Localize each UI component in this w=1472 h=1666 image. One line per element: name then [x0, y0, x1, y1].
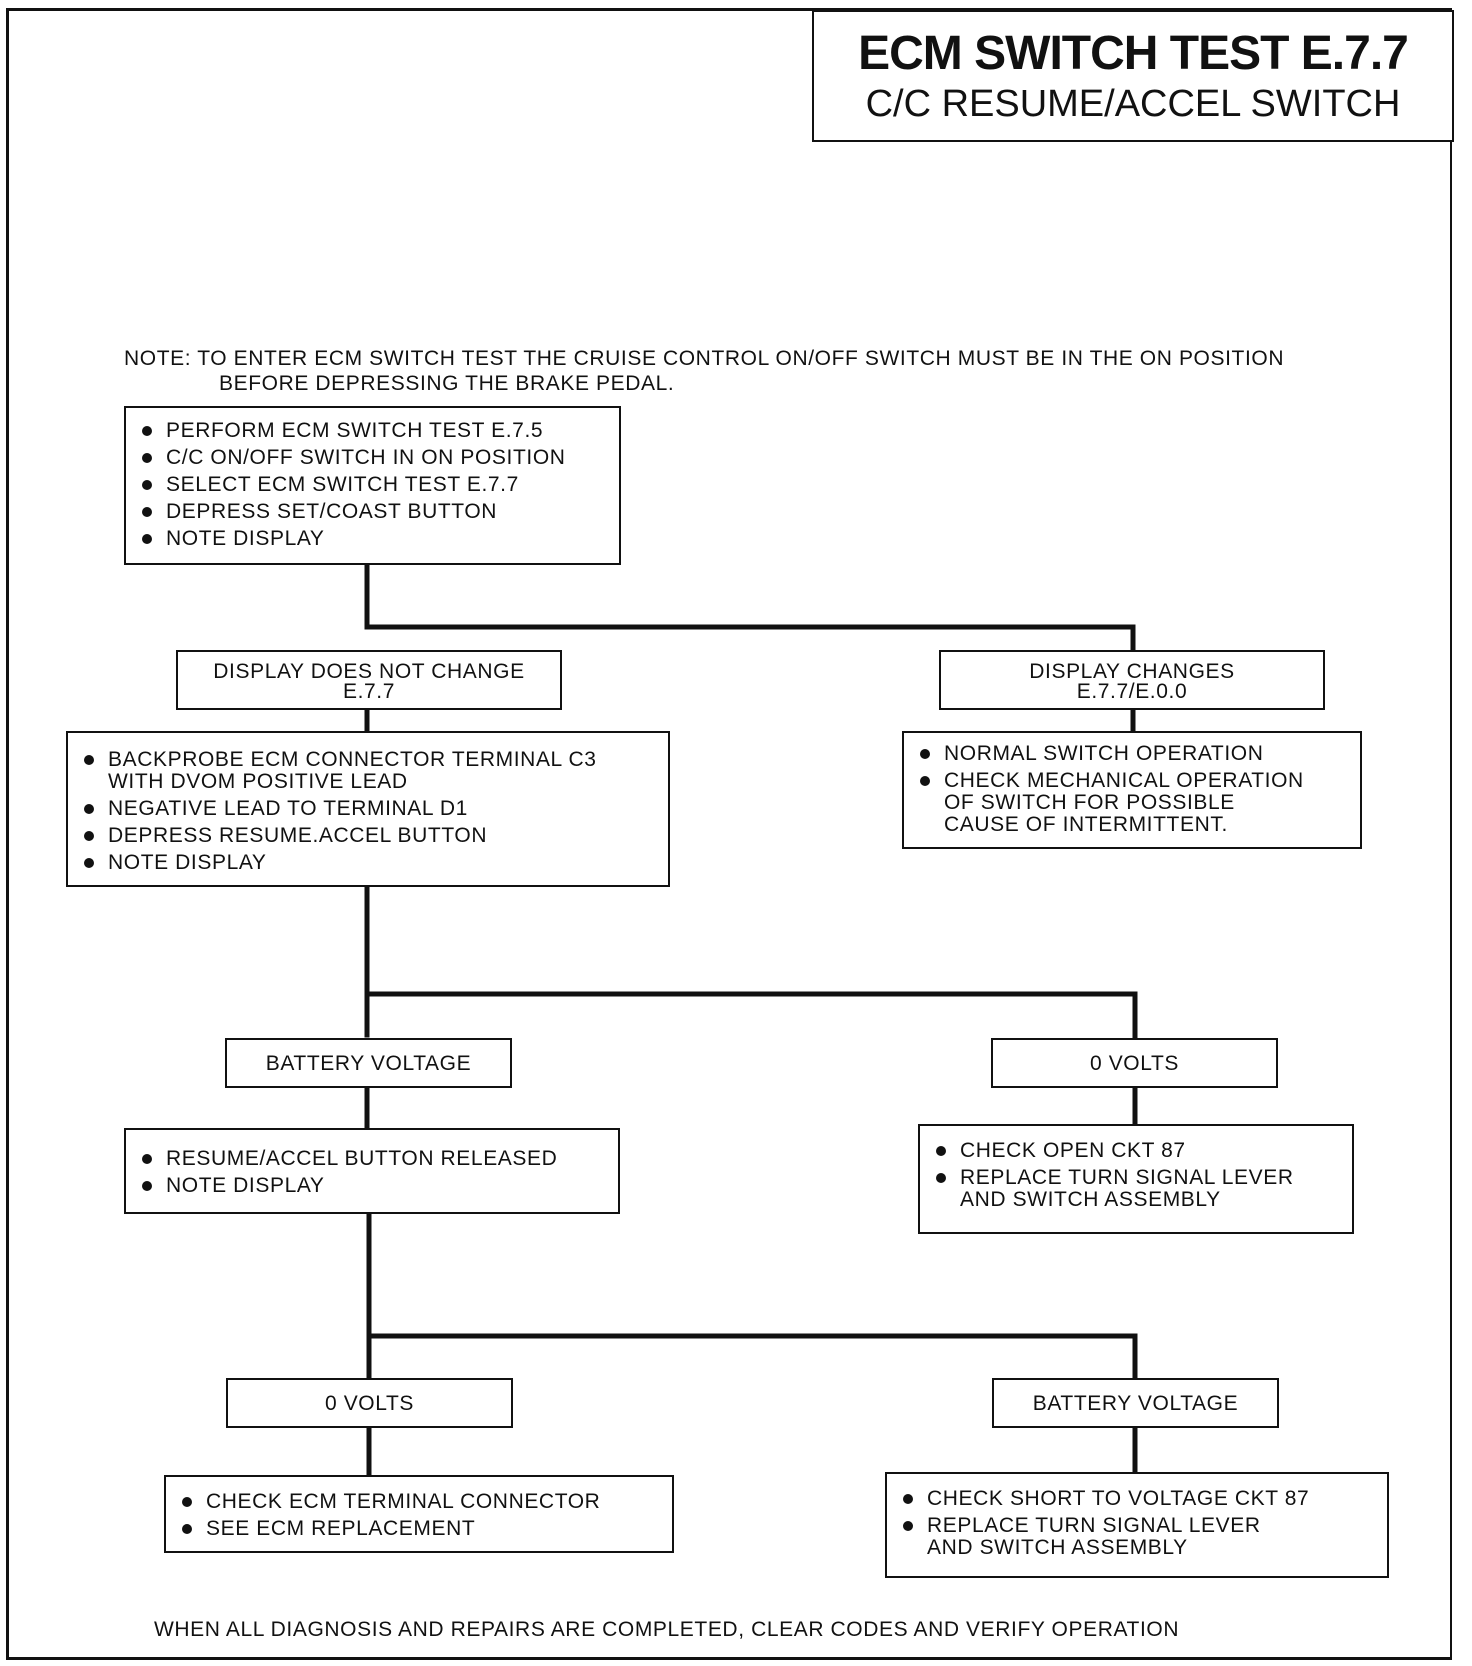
box-label: E.7.7: [342, 680, 396, 703]
page-border: [6, 8, 1452, 1660]
list-item: SELECT ECM SWITCH TEST E.7.7: [140, 474, 619, 496]
box-start-steps: PERFORM ECM SWITCH TEST E.7.5 C/C ON/OFF…: [124, 406, 621, 565]
box-battery-voltage-2: BATTERY VOLTAGE: [992, 1378, 1279, 1428]
box-zero-volts-1: 0 VOLTS: [991, 1038, 1278, 1088]
entry-note-line1: NOTE: TO ENTER ECM SWITCH TEST THE CRUIS…: [124, 347, 1285, 370]
box-backprobe-steps: BACKPROBE ECM CONNECTOR TERMINAL C3 WITH…: [66, 731, 670, 887]
page-title: ECM SWITCH TEST E.7.7: [858, 27, 1409, 80]
box-label: BATTERY VOLTAGE: [1032, 1392, 1239, 1415]
page-subtitle: C/C RESUME/ACCEL SWITCH: [865, 83, 1401, 125]
list-item: RESUME/ACCEL BUTTON RELEASED: [140, 1148, 618, 1170]
box-label: 0 VOLTS: [1089, 1052, 1179, 1075]
box-check-ecm-connector: CHECK ECM TERMINAL CONNECTOR SEE ECM REP…: [164, 1475, 674, 1553]
entry-note-line2: BEFORE DEPRESSING THE BRAKE PEDAL.: [219, 372, 675, 395]
box-label: 0 VOLTS: [324, 1392, 414, 1415]
list-item: NOTE DISPLAY: [140, 1175, 618, 1197]
list-item: BACKPROBE ECM CONNECTOR TERMINAL C3 WITH…: [82, 749, 668, 793]
list-item: DEPRESS RESUME.ACCEL BUTTON: [82, 825, 668, 847]
title-box: ECM SWITCH TEST E.7.7 C/C RESUME/ACCEL S…: [812, 10, 1454, 142]
list-item: CHECK MECHANICAL OPERATION OF SWITCH FOR…: [918, 770, 1360, 836]
box-check-short-ckt: CHECK SHORT TO VOLTAGE CKT 87 REPLACE TU…: [885, 1472, 1389, 1578]
box-normal-operation: NORMAL SWITCH OPERATION CHECK MECHANICAL…: [902, 731, 1362, 849]
list-item: C/C ON/OFF SWITCH IN ON POSITION: [140, 447, 619, 469]
footer-instruction: WHEN ALL DIAGNOSIS AND REPAIRS ARE COMPL…: [154, 1618, 1180, 1641]
box-button-released: RESUME/ACCEL BUTTON RELEASED NOTE DISPLA…: [124, 1128, 620, 1214]
list-item: CHECK ECM TERMINAL CONNECTOR: [180, 1491, 672, 1513]
box-check-open-ckt: CHECK OPEN CKT 87 REPLACE TURN SIGNAL LE…: [918, 1124, 1354, 1234]
list-item: NOTE DISPLAY: [140, 528, 619, 550]
list-item: REPLACE TURN SIGNAL LEVER AND SWITCH ASS…: [934, 1167, 1352, 1211]
box-display-no-change: DISPLAY DOES NOT CHANGE E.7.7: [176, 650, 562, 710]
list-item: REPLACE TURN SIGNAL LEVER AND SWITCH ASS…: [901, 1515, 1387, 1559]
entry-note: NOTE: TO ENTER ECM SWITCH TEST THE CRUIS…: [124, 346, 1284, 396]
box-label: E.7.7/E.0.0: [1076, 680, 1188, 703]
list-item: CHECK SHORT TO VOLTAGE CKT 87: [901, 1488, 1387, 1510]
list-item: NORMAL SWITCH OPERATION: [918, 743, 1360, 765]
list-item: DEPRESS SET/COAST BUTTON: [140, 501, 619, 523]
box-zero-volts-2: 0 VOLTS: [226, 1378, 513, 1428]
box-label: BATTERY VOLTAGE: [265, 1052, 472, 1075]
list-item: NEGATIVE LEAD TO TERMINAL D1: [82, 798, 668, 820]
list-item: NOTE DISPLAY: [82, 852, 668, 874]
box-label: DISPLAY DOES NOT CHANGE: [213, 660, 525, 683]
box-label: DISPLAY CHANGES: [1029, 660, 1235, 683]
list-item: CHECK OPEN CKT 87: [934, 1140, 1352, 1162]
box-display-changes: DISPLAY CHANGES E.7.7/E.0.0: [939, 650, 1325, 710]
box-battery-voltage-1: BATTERY VOLTAGE: [225, 1038, 512, 1088]
list-item: PERFORM ECM SWITCH TEST E.7.5: [140, 420, 619, 442]
list-item: SEE ECM REPLACEMENT: [180, 1518, 672, 1540]
